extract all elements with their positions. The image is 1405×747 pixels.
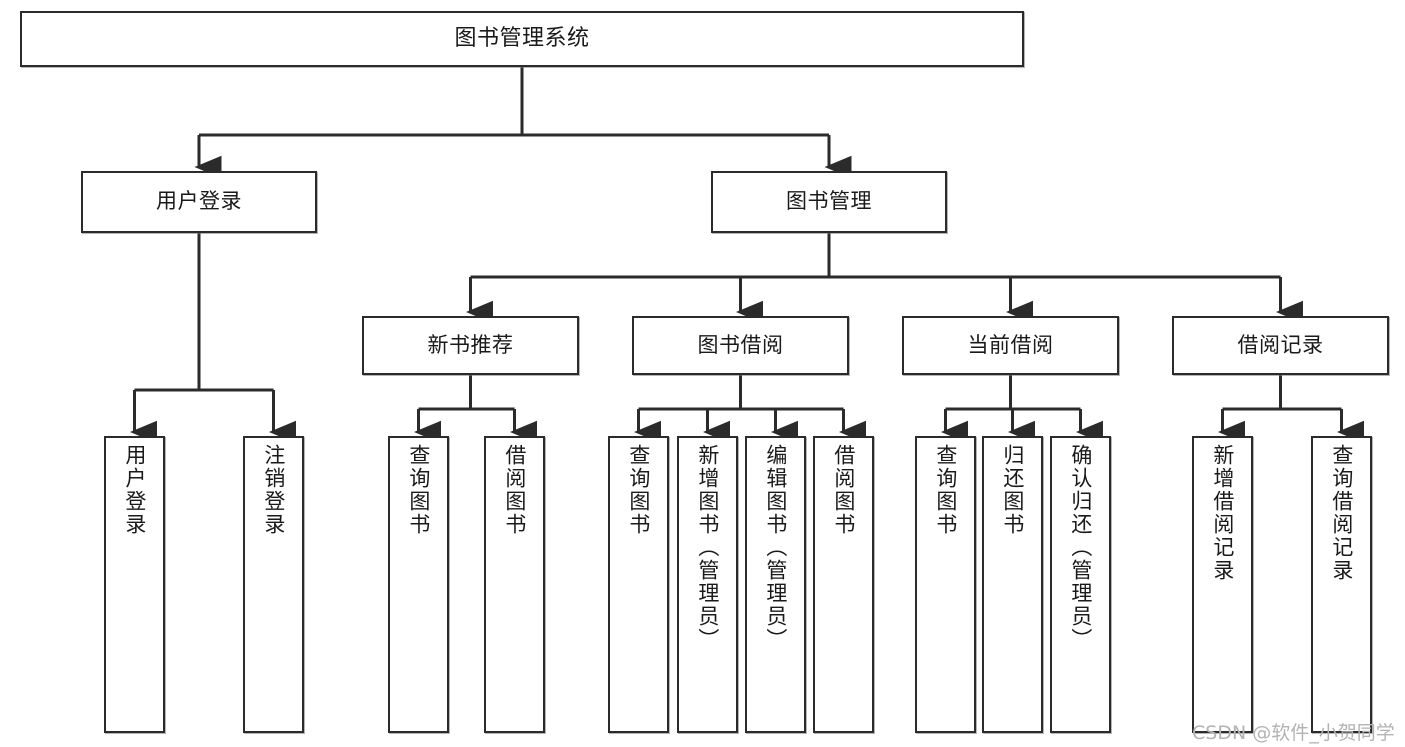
node-leaf-br-query-record[interactable]: 查询借阅记录	[1311, 436, 1372, 733]
node-leaf-rec-borrow-book[interactable]: 借阅图书	[484, 436, 545, 733]
node-label: 编辑图书（管理员）	[763, 444, 788, 651]
node-leaf-logout[interactable]: 注销登录	[243, 436, 304, 733]
node-label: 新书推荐	[427, 332, 514, 357]
node-leaf-cb-confirm-return[interactable]: 确认归还（管理员）	[1050, 436, 1111, 733]
node-label: 新增图书（管理员）	[695, 444, 720, 651]
node-new-book-rec[interactable]: 新书推荐	[362, 316, 579, 375]
node-root[interactable]: 图书管理系统	[20, 11, 1024, 67]
node-label: 借阅图书	[831, 444, 856, 536]
node-leaf-br-add-record[interactable]: 新增借阅记录	[1192, 436, 1253, 733]
node-leaf-bb-borrow-book[interactable]: 借阅图书	[813, 436, 874, 733]
node-label: 用户登录	[156, 189, 242, 214]
node-label: 查询图书	[406, 444, 431, 536]
node-book-manage[interactable]: 图书管理	[711, 171, 947, 233]
node-leaf-cb-query-book[interactable]: 查询图书	[915, 436, 976, 733]
node-label: 确认归还（管理员）	[1068, 444, 1093, 651]
node-label: 归还图书	[1000, 444, 1025, 536]
node-book-borrow[interactable]: 图书借阅	[632, 316, 849, 375]
node-label: 图书管理	[786, 189, 872, 214]
node-leaf-cb-return-book[interactable]: 归还图书	[982, 436, 1043, 733]
node-label: 用户登录	[122, 444, 147, 536]
node-leaf-bb-edit-book[interactable]: 编辑图书（管理员）	[745, 436, 806, 733]
node-leaf-rec-query-book[interactable]: 查询图书	[388, 436, 449, 733]
node-label: 查询借阅记录	[1329, 444, 1354, 582]
node-label: 新增借阅记录	[1210, 444, 1235, 582]
node-label: 借阅图书	[502, 444, 527, 536]
node-leaf-user-login[interactable]: 用户登录	[104, 436, 165, 733]
node-borrow-record[interactable]: 借阅记录	[1172, 316, 1389, 375]
node-label: 图书管理系统	[454, 25, 590, 51]
node-leaf-bb-query-book[interactable]: 查询图书	[608, 436, 669, 733]
csdn-watermark: CSDN @软件_小贺同学	[1192, 722, 1395, 744]
node-label: 图书借阅	[697, 332, 784, 357]
node-current-borrow[interactable]: 当前借阅	[902, 316, 1119, 375]
node-label: 注销登录	[261, 444, 286, 536]
node-label: 借阅记录	[1237, 332, 1324, 357]
node-user-login[interactable]: 用户登录	[81, 171, 317, 233]
node-label: 查询图书	[933, 444, 958, 536]
node-leaf-bb-add-book[interactable]: 新增图书（管理员）	[677, 436, 738, 733]
node-label: 当前借阅	[967, 332, 1054, 357]
node-label: 查询图书	[626, 444, 651, 536]
